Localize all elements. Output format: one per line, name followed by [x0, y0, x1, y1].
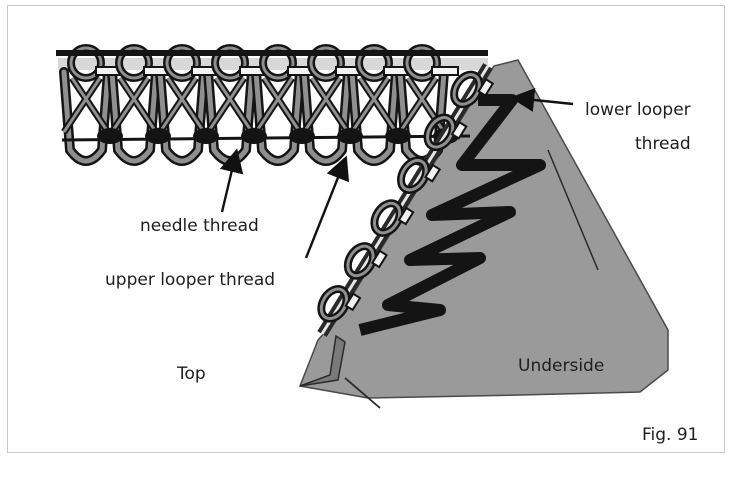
looper-cross [62, 77, 110, 133]
fabric-fold [299, 334, 346, 387]
top-edge-cord [56, 50, 488, 56]
label-underside: Underside [518, 356, 605, 376]
upper-looper-loop [157, 69, 207, 164]
lower-looper-path [358, 94, 546, 336]
top-edge-loop [357, 46, 391, 80]
diagonal-edge-cord-light [320, 65, 490, 335]
arrow-lower-looper [510, 88, 574, 112]
needle-thread-knot [289, 128, 315, 144]
top-edge-loop [213, 46, 247, 80]
top-edge-bar [431, 66, 459, 76]
needle-thread-line [61, 134, 471, 142]
diagonal-loop [426, 116, 455, 149]
looper-cross [254, 77, 302, 133]
diagonal-bar [477, 78, 495, 97]
figure-frame [7, 5, 725, 453]
diagonal-loop [372, 201, 402, 235]
upper-looper-loop [61, 69, 111, 164]
diagonal-bar [344, 292, 362, 312]
diagonal-bar [397, 206, 415, 226]
upper-looper-loop [109, 69, 159, 164]
diagonal-loop [319, 287, 349, 321]
label-upper-looper-thread: upper looper thread [105, 270, 276, 290]
label-top: Top [177, 364, 206, 384]
figure-number: Fig. 91 [642, 425, 699, 445]
diagonal-bar [450, 120, 468, 140]
top-edge-loop [309, 46, 343, 80]
label-lower-looper-line1: lower looper [585, 100, 691, 120]
top-edge-loop [117, 46, 151, 80]
upper-looper-loops [59, 67, 449, 166]
top-edge-loop [165, 46, 199, 80]
diagonal-loop [399, 158, 428, 192]
lower-looper-zigzag [358, 94, 546, 336]
upper-looper-loop [301, 69, 351, 164]
looper-cross [110, 77, 158, 133]
arrow-upper-looper [304, 155, 350, 259]
label-lower-looper-line2: thread [635, 134, 691, 154]
diagonal-edge-loops [317, 70, 495, 323]
top-edge-loop [69, 46, 103, 80]
looper-cross [350, 77, 398, 133]
upper-looper-loop [349, 69, 399, 164]
needle-thread-knot [145, 128, 171, 144]
diagonal-bar [424, 163, 442, 183]
needle-thread-knot [241, 128, 267, 144]
label-needle-thread: needle thread [140, 216, 259, 236]
top-edge-loops [56, 44, 488, 82]
top-edge-loop [261, 46, 295, 80]
needle-thread-knot [193, 128, 219, 144]
looper-cross [158, 77, 206, 133]
looper-cross [206, 77, 254, 133]
upper-looper-loop [253, 69, 303, 164]
looper-cross [302, 77, 350, 133]
arrow-needle-thread [219, 148, 244, 213]
needle-thread-knot [97, 128, 123, 144]
diagonal-loop [346, 244, 375, 278]
fabric-fold-line [344, 377, 381, 409]
diagonal-bar [371, 249, 388, 269]
top-edge-loop [405, 46, 439, 80]
diagonal-loop [452, 73, 481, 106]
fabric-edge-line [547, 149, 599, 271]
